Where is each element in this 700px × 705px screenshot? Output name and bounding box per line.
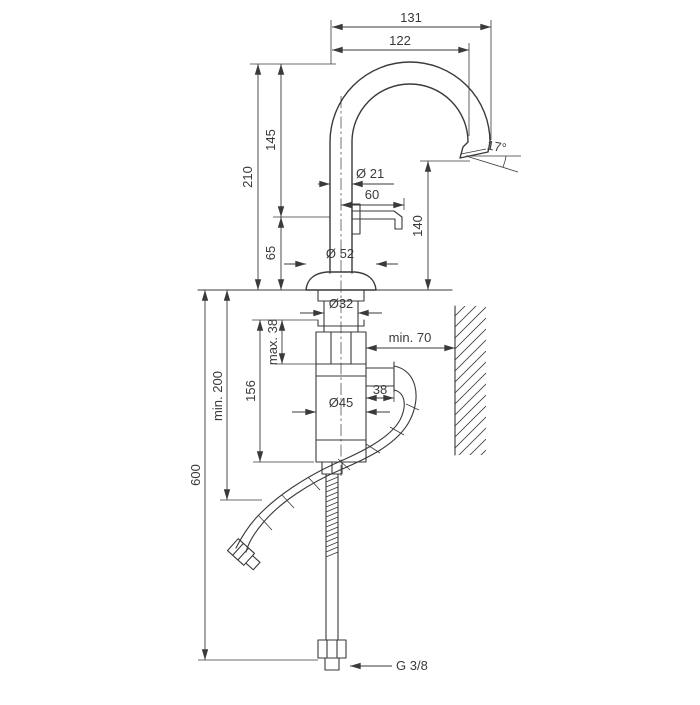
dim-max38-label: max. 38: [265, 319, 280, 365]
dim-38-label: 38: [373, 382, 387, 397]
shank: [323, 300, 359, 333]
dim-17deg-label: 17°: [486, 137, 508, 155]
dim-base-diameter-52: Ø 52: [284, 246, 398, 268]
flexible-hose: [235, 365, 420, 553]
dim-210-label: 210: [240, 166, 255, 188]
wall-hatching: [455, 306, 486, 455]
locknut-upper: [317, 289, 365, 302]
dim-body-height-156: 156: [243, 320, 314, 463]
dim-handle-length-60: 60: [341, 187, 405, 210]
spout: [329, 61, 491, 274]
dim-dia21-label: Ø 21: [356, 166, 384, 181]
dim-wall-clearance-min70: min. 70: [366, 330, 455, 352]
escutcheon: [305, 271, 377, 291]
hose-connector-fitting: [226, 538, 261, 571]
handle: [351, 203, 403, 235]
dim-width-overall-131: 131: [330, 10, 492, 140]
bottom-fitting: [317, 639, 347, 671]
dim-dia52-label: Ø 52: [326, 246, 354, 261]
dim-131-label: 131: [400, 10, 422, 25]
dim-outlet-height-140: 140: [410, 160, 470, 290]
dim-valve-offset-38: 38: [366, 382, 395, 402]
dim-min200-label: min. 200: [210, 371, 225, 421]
dim-hose-length-600: 600: [188, 290, 318, 661]
dim-65-label: 65: [263, 246, 278, 260]
dim-deck-thickness-max38: max. 38: [252, 319, 318, 365]
vertical-supply-hose: [321, 461, 343, 641]
mounting-hardware: [315, 289, 367, 365]
dim-height-spout-145: 145: [263, 64, 330, 218]
vertical-hose-braid: [325, 476, 339, 558]
dim-145-label: 145: [263, 129, 278, 151]
dim-60-label: 60: [365, 187, 379, 202]
side-valve: [365, 361, 395, 393]
dim-outlet-angle-17: 17°: [465, 137, 521, 173]
hose-nut: [321, 461, 343, 475]
dim-clearance-min200: min. 200: [210, 290, 262, 501]
dim-dia32-label: Ø32: [329, 296, 354, 311]
dim-600-label: 600: [188, 464, 203, 486]
dim-g38-label: G 3/8: [396, 658, 428, 673]
dim-122-label: 122: [389, 33, 411, 48]
dim-min70-label: min. 70: [389, 330, 432, 345]
dim-width-spout-122: 122: [332, 33, 470, 136]
dim-156-label: 156: [243, 380, 258, 402]
dim-height-overall-210: 210: [240, 63, 336, 290]
dim-body-diameter-45: Ø45: [292, 395, 390, 416]
wall-section: [454, 305, 486, 456]
dim-140-label: 140: [410, 215, 425, 237]
washer: [317, 319, 365, 327]
aerator-line: [460, 148, 487, 155]
dim-dia45-label: Ø45: [329, 395, 354, 410]
dim-connection-thread-g38: G 3/8: [350, 658, 428, 673]
dim-height-handle-65: 65: [263, 217, 285, 290]
dim-shank-diameter-32: Ø32: [300, 296, 382, 317]
dim-spout-diameter-21: Ø 21: [318, 166, 394, 188]
hose-braid-ticks: [258, 403, 420, 531]
